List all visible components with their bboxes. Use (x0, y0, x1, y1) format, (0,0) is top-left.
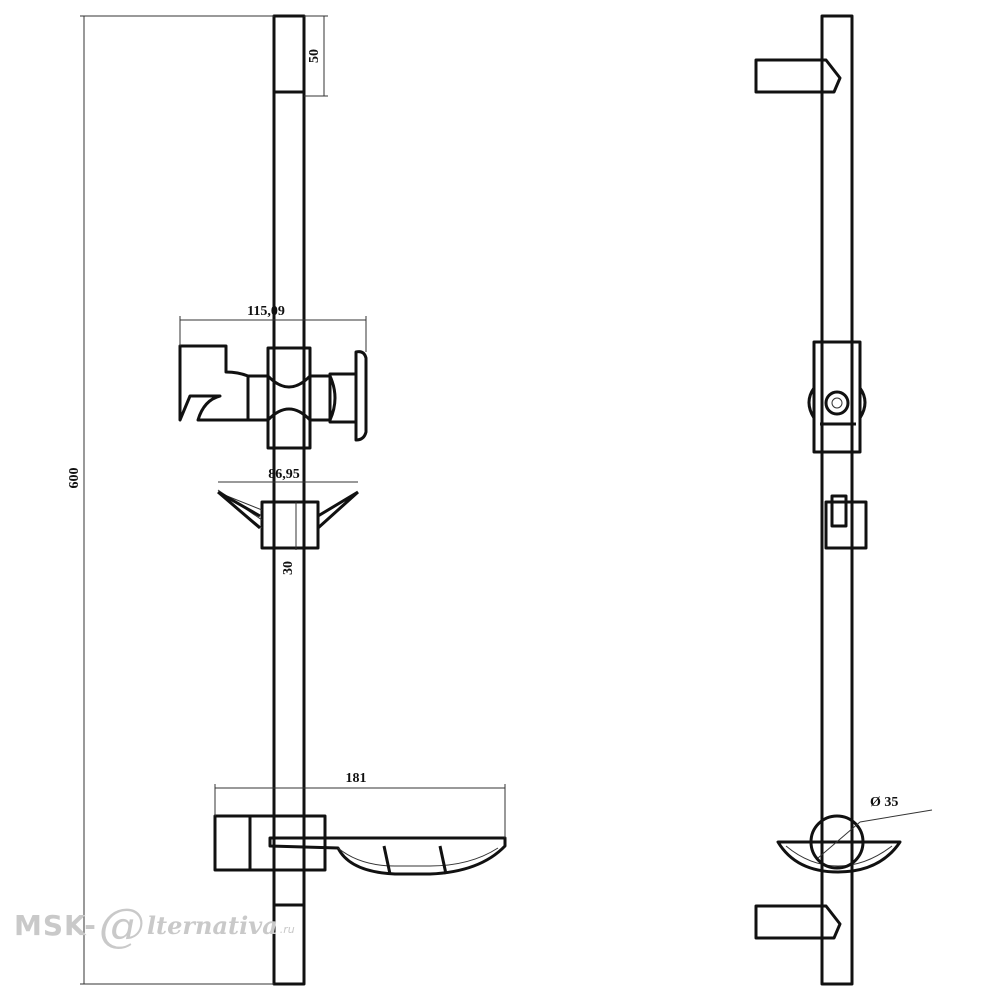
front-soap-dish (213, 814, 507, 876)
side-view: Ø 35 (754, 14, 933, 986)
dim-top-holder-height: 50 (307, 49, 322, 63)
front-hook (217, 489, 360, 550)
dim-hook-height: 30 (281, 561, 296, 575)
side-slider (807, 340, 867, 454)
front-slider (178, 344, 368, 450)
watermark-at-symbol: @ (98, 898, 145, 952)
side-hook (824, 494, 868, 550)
watermark-logo: MSK- @ lternativa .ru (14, 902, 295, 948)
front-view: 600 50 115,09 86,95 30 181 (67, 14, 507, 986)
front-rail (272, 14, 306, 986)
watermark-name: lternativa (146, 910, 278, 940)
side-bottom-bracket (754, 904, 842, 940)
dim-slider-width: 115,09 (247, 304, 285, 319)
side-top-bracket (754, 58, 842, 94)
front-dimension-lines (80, 15, 506, 985)
side-rail (820, 14, 854, 986)
dim-height-total: 600 (67, 468, 82, 489)
dim-hook-width: 86,95 (268, 467, 300, 482)
side-soap-dish (776, 809, 933, 874)
dim-soap-dish-width: 181 (346, 771, 367, 786)
watermark-prefix: MSK- (14, 908, 97, 942)
dim-rail-diameter: Ø 35 (870, 795, 898, 810)
watermark-tld: .ru (279, 922, 295, 936)
